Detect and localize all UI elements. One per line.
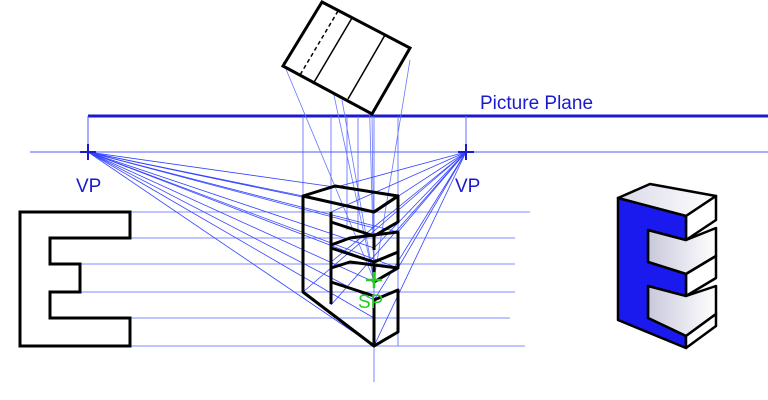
vanishing-point-cross-icon <box>80 144 96 160</box>
plan-view <box>280 0 413 117</box>
vanishing-point-cross-icon <box>458 144 474 160</box>
elevation-letter-e <box>18 210 132 348</box>
picture-plane <box>87 114 768 152</box>
left-vp-convergence-lines <box>87 151 399 347</box>
right-vp-convergence-lines <box>302 151 467 347</box>
shaded-letter-e <box>616 182 718 350</box>
vp-left-label: VP <box>76 176 101 197</box>
plan-projector-lines <box>302 116 399 382</box>
perspective-letter-e <box>301 184 400 348</box>
picture-plane-label: Picture Plane <box>480 93 593 114</box>
station-point-cross-icon <box>366 272 382 288</box>
vp-right-label: VP <box>455 176 480 197</box>
station-point-label: SP <box>358 292 383 313</box>
